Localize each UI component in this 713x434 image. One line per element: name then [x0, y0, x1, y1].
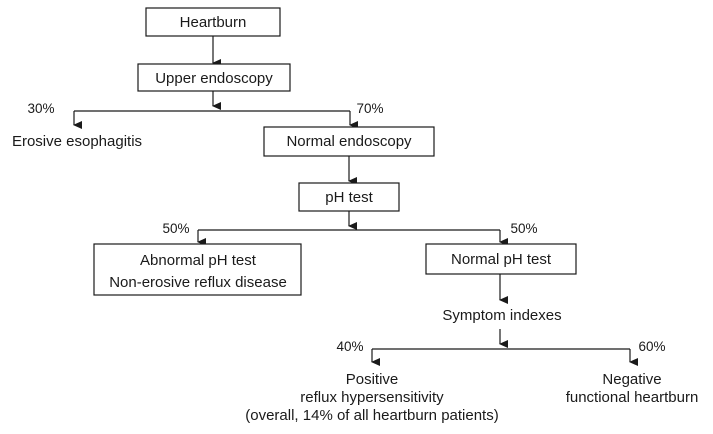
node-upper-endoscopy-label: Upper endoscopy: [155, 70, 273, 87]
pct-normal-endoscopy: 70%: [356, 101, 383, 116]
node-ph-test-label: pH test: [325, 189, 373, 206]
node-positive: Positive reflux hypersensitivity (overal…: [245, 371, 498, 424]
node-symptom-indexes: Symptom indexes: [442, 307, 561, 324]
node-heartburn-label: Heartburn: [180, 14, 247, 31]
node-erosive-esophagitis: Erosive esophagitis: [12, 133, 142, 150]
node-positive-line1: Positive: [346, 371, 399, 388]
node-normal-ph-label: Normal pH test: [451, 251, 552, 268]
pct-positive: 40%: [336, 339, 363, 354]
node-ph-test: pH test: [298, 182, 400, 212]
node-normal-endoscopy: Normal endoscopy: [263, 126, 435, 157]
node-negative: Negative functional heartburn: [566, 371, 699, 406]
node-abnormal-ph: Abnormal pH test Non-erosive reflux dise…: [93, 243, 302, 296]
node-abnormal-ph-line1: Abnormal pH test: [140, 252, 257, 269]
node-heartburn: Heartburn: [145, 7, 281, 37]
node-positive-line3: (overall, 14% of all heartburn patients): [245, 407, 498, 424]
node-positive-line2: reflux hypersensitivity: [300, 389, 444, 406]
pct-erosive: 30%: [27, 101, 54, 116]
node-normal-endoscopy-label: Normal endoscopy: [286, 133, 412, 150]
pct-normal-ph: 50%: [510, 221, 537, 236]
pct-negative: 60%: [638, 339, 665, 354]
node-upper-endoscopy: Upper endoscopy: [137, 63, 291, 92]
pct-abnormal-ph: 50%: [162, 221, 189, 236]
node-abnormal-ph-line2: Non-erosive reflux disease: [109, 274, 287, 291]
node-negative-line2: functional heartburn: [566, 389, 699, 406]
node-normal-ph: Normal pH test: [425, 243, 577, 275]
node-negative-line1: Negative: [602, 371, 661, 388]
